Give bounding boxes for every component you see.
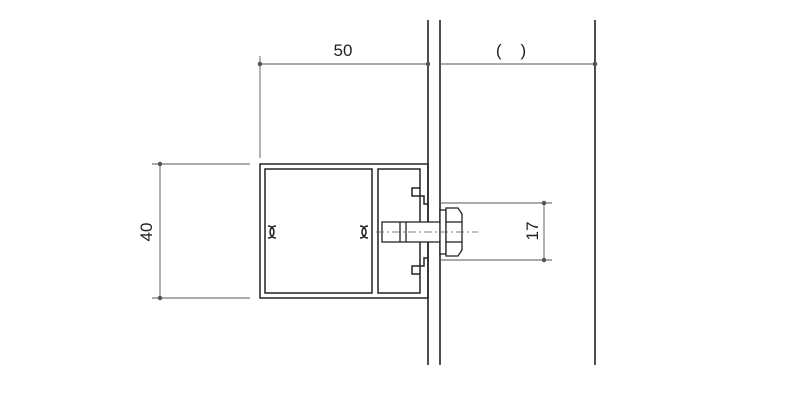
dimension-dot (425, 61, 431, 67)
dimension-bolt-label: 17 (523, 222, 542, 241)
aluminium-profile (259, 163, 429, 299)
dimension-width (257, 56, 431, 158)
screw-boss-right-inner (359, 225, 367, 239)
dimension-dot (157, 295, 163, 301)
dimension-height-label: 40 (137, 223, 156, 242)
dimension-open (440, 61, 598, 67)
dimension-dot (592, 61, 598, 67)
dimension-height (152, 161, 250, 301)
dimension-dot (157, 161, 163, 167)
dimension-width-label: 50 (334, 41, 353, 60)
dimension-dot (541, 257, 547, 263)
dimension-dot (257, 61, 263, 67)
screw-boss-left-inner (269, 225, 277, 239)
dimension-dot (541, 200, 547, 206)
profile-outer-outline (259, 163, 429, 299)
profile-slot-bottom (411, 257, 428, 275)
profile-left-chamber (264, 168, 373, 294)
dimension-open-label: ( ) (496, 41, 526, 60)
profile-right-chamber (377, 168, 421, 294)
dimension-bolt (440, 200, 552, 263)
screw-boss-right (361, 225, 369, 239)
bolt-hex-head (445, 207, 463, 257)
wall-panel (427, 20, 596, 365)
profile-slot-top (411, 187, 428, 205)
screw-boss-left (267, 225, 275, 239)
